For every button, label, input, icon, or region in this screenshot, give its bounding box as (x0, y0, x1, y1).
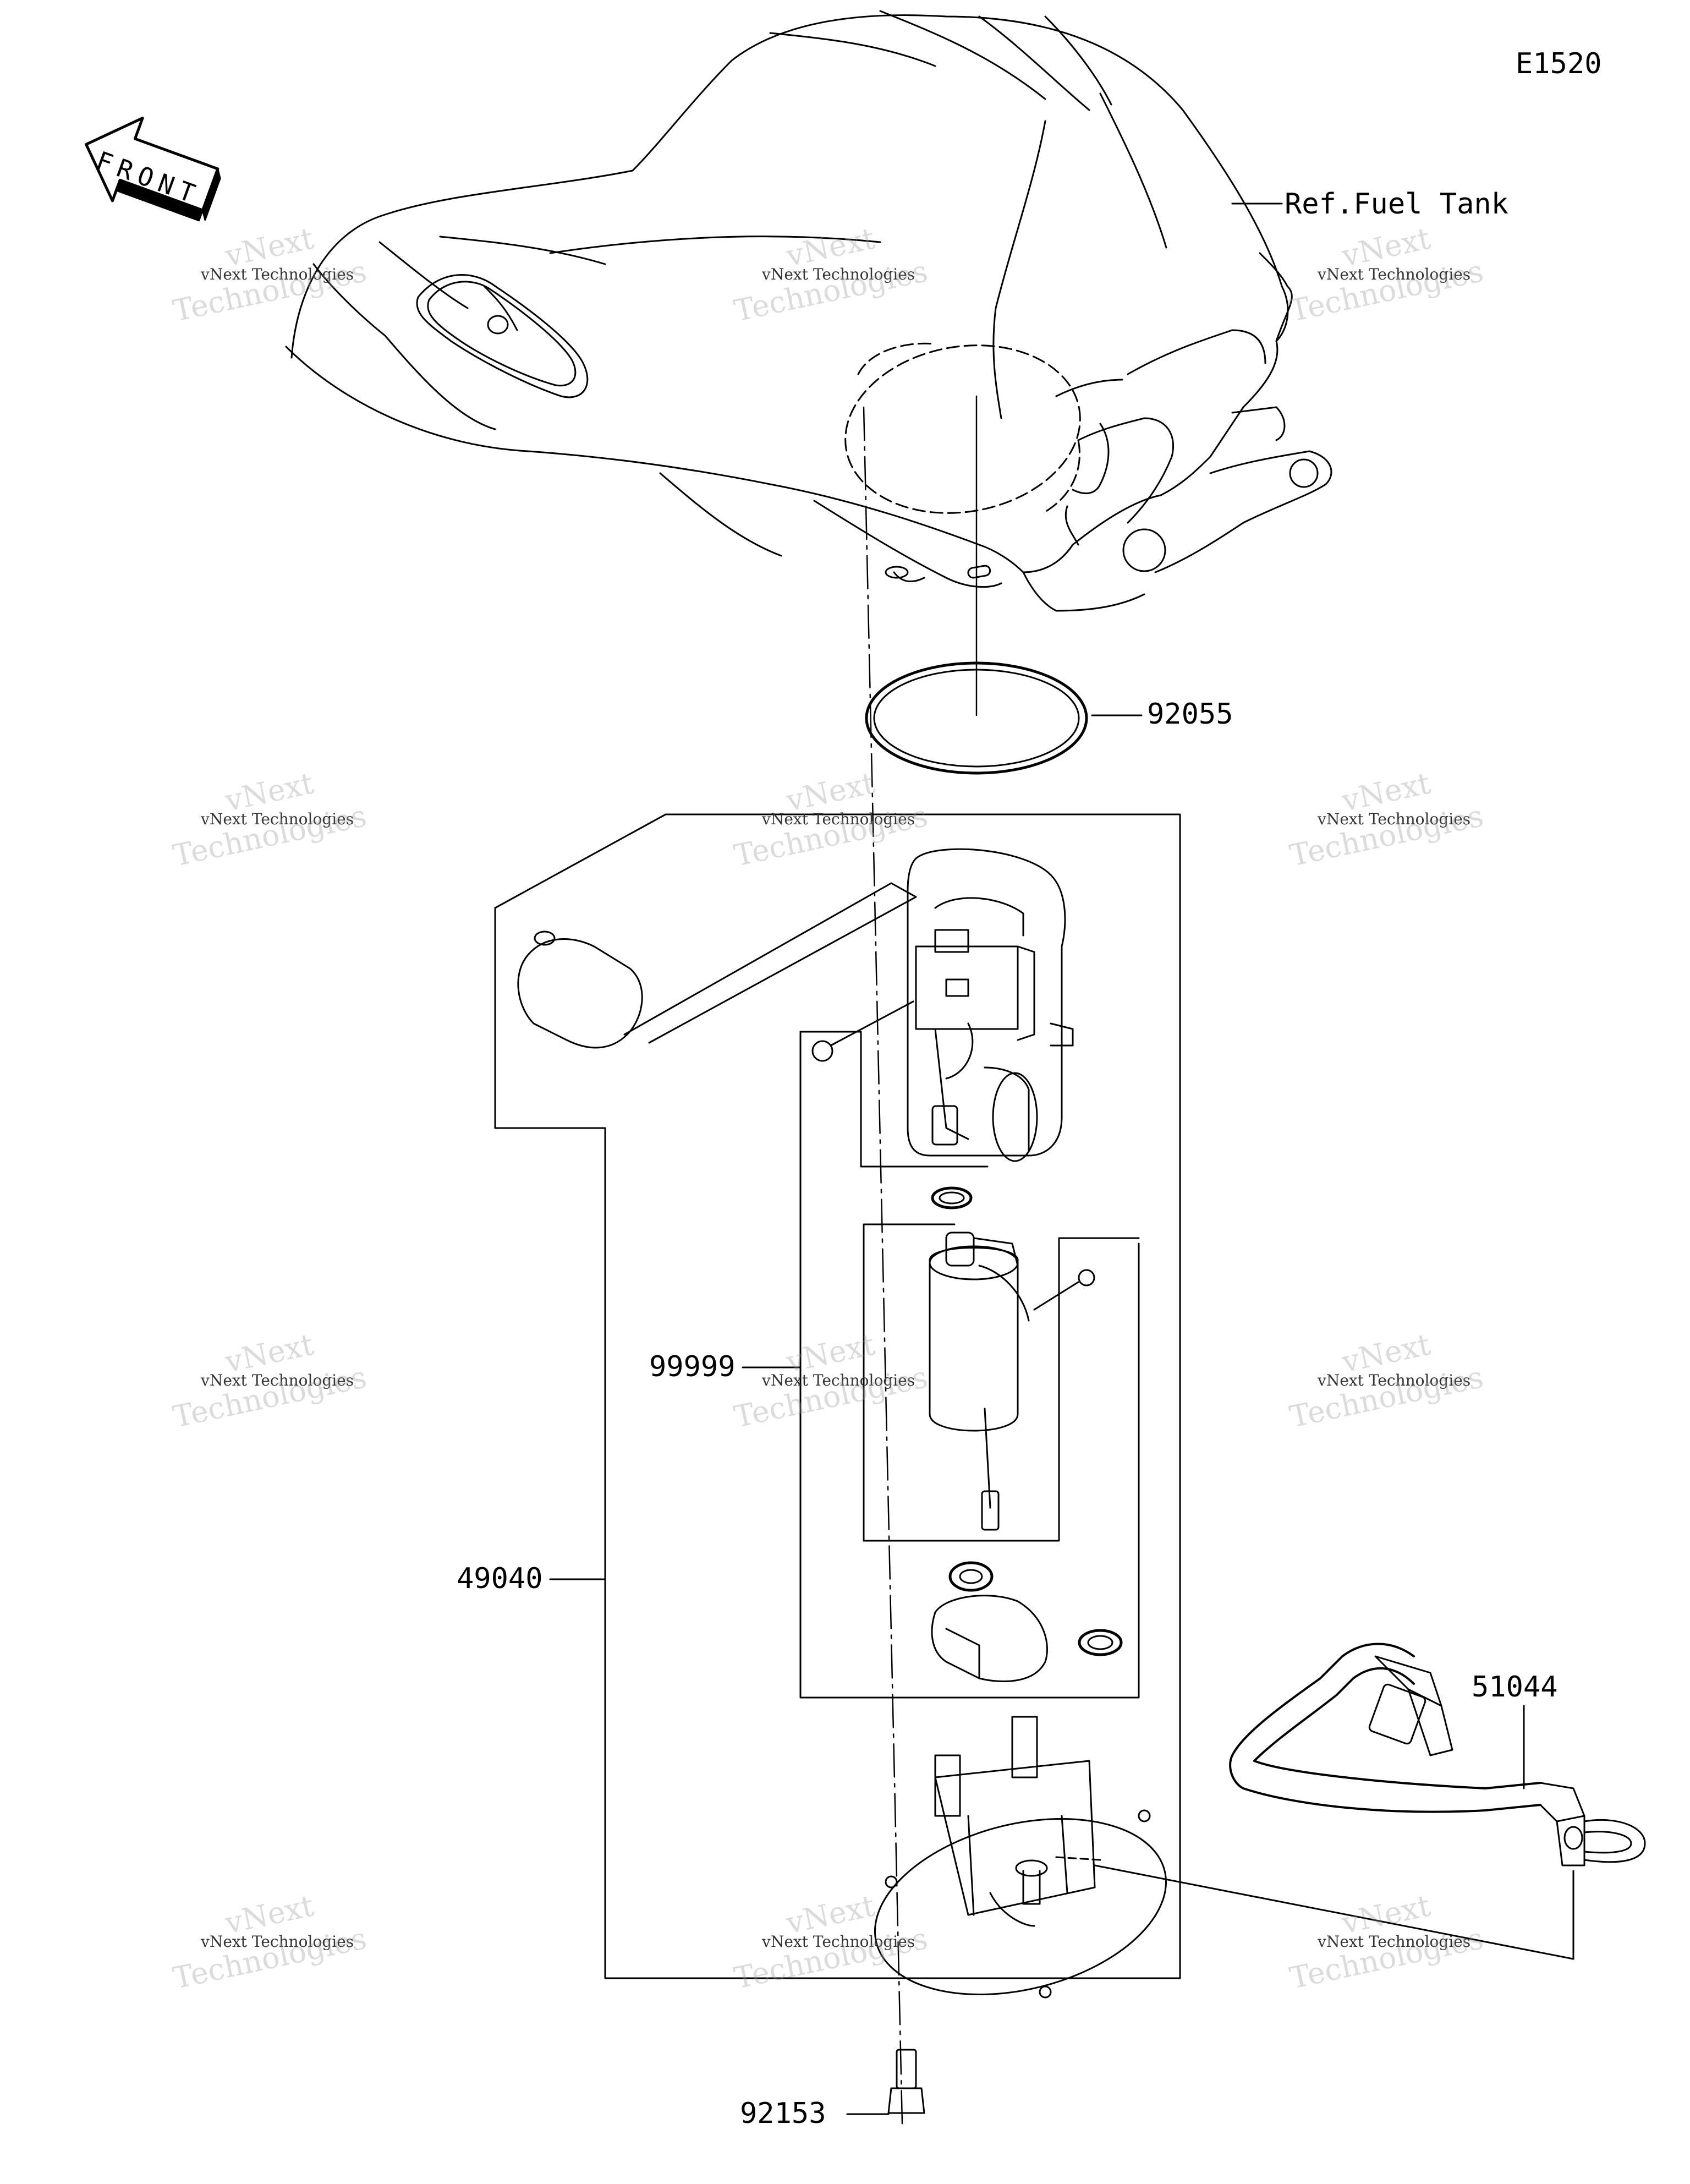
pump-housing (811, 848, 1074, 1162)
pump-kit-bracket (742, 1031, 1140, 1699)
pump-motor-bracket (863, 1223, 1140, 1542)
fuel-tank-reference (285, 10, 1332, 612)
front-direction-arrow (85, 117, 221, 222)
fuel-pump-motor (929, 1231, 1095, 1531)
part-label-92153: 92153 (740, 2097, 826, 2130)
fuel-hose-51044 (1055, 1643, 1646, 1960)
tank-side-emblem (416, 274, 589, 398)
part-label-99999: 99999 (649, 1350, 736, 1383)
pump-mounting-opening (844, 342, 1081, 514)
part-label-49040: 49040 (457, 1562, 543, 1595)
assembly-axis (863, 395, 978, 2125)
ref-fuel-tank-label: Ref.Fuel Tank (1285, 188, 1508, 221)
part-label-51044: 51044 (1472, 1671, 1558, 1704)
oring-92055 (865, 661, 1143, 775)
pump-base-plate (874, 1716, 1574, 1999)
diagram-code: E1520 (1516, 47, 1602, 80)
part-label-92055: 92055 (1147, 698, 1233, 731)
pump-oring-small (931, 1186, 973, 1209)
bolt-92153 (846, 2049, 925, 2115)
fuel-level-sender (517, 882, 917, 1049)
pump-filter (931, 1561, 1123, 1683)
pump-assembly-bracket (494, 813, 1181, 1979)
